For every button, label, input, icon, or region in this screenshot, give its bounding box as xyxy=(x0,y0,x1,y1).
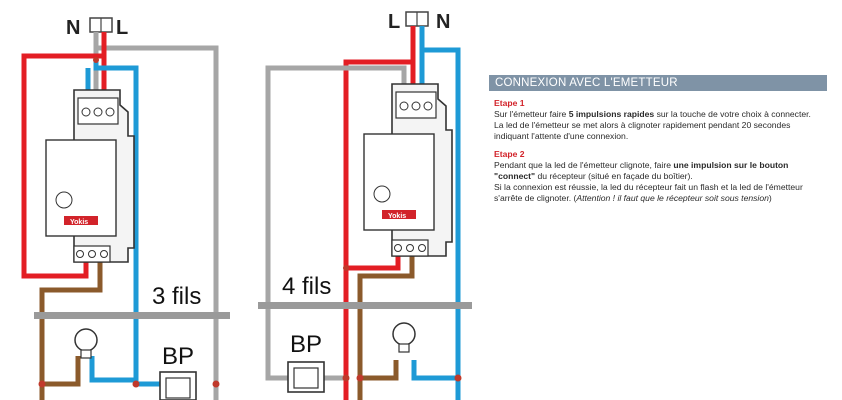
left-label-l: L xyxy=(116,17,128,39)
left-wiring: N L Yokis xyxy=(21,17,230,400)
step-2-line-1: Pendant que la led de l'émetteur clignot… xyxy=(494,160,822,171)
step-1: Etape 1 Sur l'émetteur faire 5 impulsion… xyxy=(489,98,827,142)
right-push-button-icon xyxy=(287,361,325,393)
left-grey-wire xyxy=(93,32,219,400)
left-blue-wire xyxy=(89,60,139,383)
right-wires-label: 4 fils xyxy=(282,273,331,300)
right-label-l: L xyxy=(388,11,400,33)
right-lamp-icon xyxy=(392,322,416,353)
left-wires-label: 3 fils xyxy=(152,283,201,310)
right-brand: Yokis xyxy=(388,213,406,220)
right-wiring: L N Yokis xyxy=(258,11,472,400)
step-1-title: Etape 1 xyxy=(494,98,525,108)
left-lamp-icon xyxy=(74,328,98,359)
right-label-n: N xyxy=(436,11,450,33)
right-blue-wire xyxy=(419,26,461,400)
left-label-n: N xyxy=(66,17,80,39)
right-brand-badge xyxy=(382,210,416,219)
step-2-text-bold: une impulsion sur le bouton xyxy=(673,160,789,170)
step-2-text-c: s'arrête de clignoter. ( xyxy=(494,193,577,203)
step-2-title: Etape 2 xyxy=(494,149,525,159)
right-module: Yokis xyxy=(363,83,453,257)
right-red-wire xyxy=(343,26,416,400)
left-red-wire xyxy=(21,32,107,279)
right-ceiling-bar xyxy=(258,302,472,309)
left-ceiling-bar xyxy=(34,312,230,319)
left-brown-wire xyxy=(39,262,103,400)
step-2-line-3: Si la connexion est réussie, la led du r… xyxy=(494,182,803,192)
step-2-text-d: ) xyxy=(768,193,772,203)
left-push-button-icon xyxy=(159,371,197,400)
step-2-text-b: du récepteur (situé en façade du boîtier… xyxy=(535,171,693,181)
step-1-text-a: Sur l'émetteur faire xyxy=(494,109,569,119)
step-2: Etape 2 Pendant que la led de l'émetteur… xyxy=(489,149,827,204)
step-1-text-bold: 5 impulsions rapides xyxy=(568,109,655,119)
right-grey-wire xyxy=(265,65,407,381)
step-1-line-3: indiquant l'attente d'une connexion. xyxy=(494,131,629,141)
right-bp-label: BP xyxy=(290,331,322,358)
step-2-line-4: s'arrête de clignoter. (Attention ! il f… xyxy=(494,193,822,204)
left-bp-label: BP xyxy=(162,343,194,370)
step-1-line-2: La led de l'émetteur se met alors à clig… xyxy=(494,120,791,130)
step-2-warning: Attention ! il faut que le récepteur soi… xyxy=(576,193,769,203)
step-1-line-1: Sur l'émetteur faire 5 impulsions rapide… xyxy=(494,109,822,120)
step-2-text-a: Pendant que la led de l'émetteur clignot… xyxy=(494,160,674,170)
step-1-text-b: sur la touche de votre choix à connecter… xyxy=(654,109,811,119)
right-brown-wire xyxy=(357,254,415,400)
left-module: Yokis xyxy=(45,89,135,263)
connection-panel: CONNEXION AVEC L'EMETTEUR Etape 1 Sur l'… xyxy=(489,75,827,215)
panel-title: CONNEXION AVEC L'EMETTEUR xyxy=(489,75,827,91)
step-2-connect: "connect" xyxy=(494,171,536,181)
step-2-line-2: "connect" du récepteur (situé en façade … xyxy=(494,171,822,182)
left-brand-badge xyxy=(64,216,98,225)
left-brand: Yokis xyxy=(70,219,88,226)
